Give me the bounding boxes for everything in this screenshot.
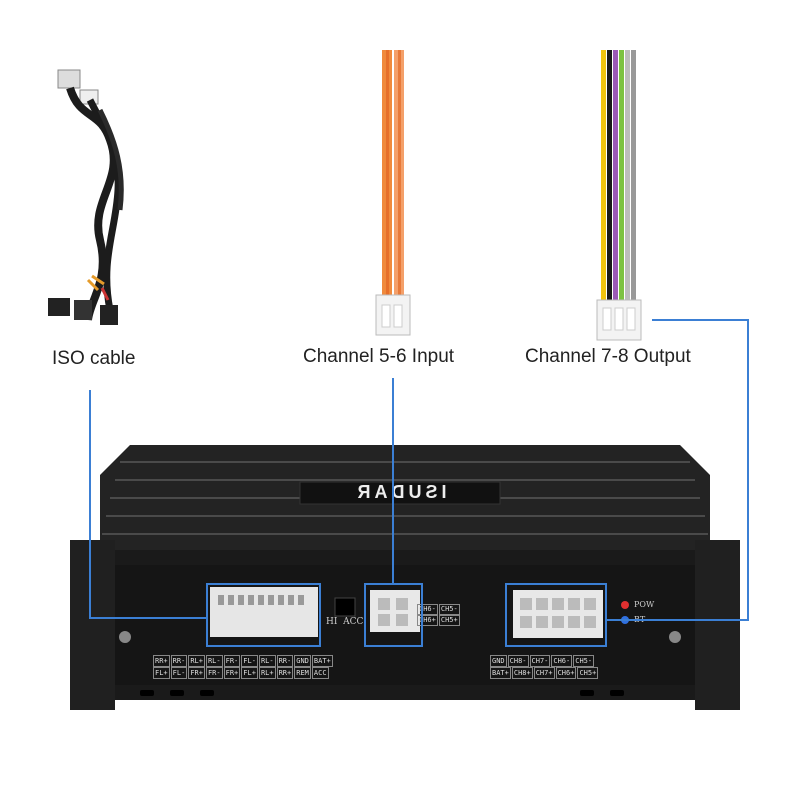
output-callout-line (606, 319, 749, 621)
output-cable-image (596, 50, 642, 341)
iso-callout-line (89, 390, 207, 619)
pin-label: CH5+ (577, 667, 599, 679)
pin-label: CH8+ (511, 667, 533, 679)
input-cable-image (375, 50, 411, 336)
pin-label: CH6+ (555, 667, 577, 679)
pin-label: FL- (170, 667, 188, 679)
pin-label: RL+ (188, 655, 205, 667)
iso-cable-caption: ISO cable (52, 348, 136, 369)
pin-label: CH6+ (417, 615, 438, 626)
pin-label: CH6- (551, 655, 573, 667)
pin-label: RR- (170, 655, 188, 667)
pin-label: RR+ (153, 655, 170, 667)
pow-label: POW (634, 600, 655, 609)
output-connector-highlight (505, 583, 607, 647)
iso-connector-highlight (206, 583, 321, 647)
pin-label: CH6- (417, 604, 438, 615)
pin-label: CH5- (573, 655, 595, 667)
pin-label: ACC (311, 667, 329, 679)
input-connector-highlight (364, 583, 423, 647)
pin-label: FR+ (188, 667, 205, 679)
pin-label: CH8- (507, 655, 529, 667)
input-caption: Channel 5-6 Input (303, 346, 455, 367)
input-pin-labels: CH6-CH5-CH6+CH5+ (417, 604, 461, 626)
pin-label: RL- (205, 655, 223, 667)
pin-label: RL+ (258, 667, 276, 679)
output-caption: Channel 7-8 Output (525, 346, 691, 367)
pin-label: FL+ (153, 667, 170, 679)
pin-label: CH5- (438, 604, 460, 615)
pin-label: GND (490, 655, 507, 667)
pin-label: CH7+ (533, 667, 555, 679)
pin-label: FR+ (223, 667, 241, 679)
pin-label: RL- (258, 655, 276, 667)
pin-label: FL- (241, 655, 258, 667)
pin-label: GND (294, 655, 311, 667)
pin-label: FR- (223, 655, 241, 667)
pin-label: FL+ (241, 667, 258, 679)
pin-label: RR+ (276, 667, 294, 679)
iso-cable-image (48, 69, 124, 325)
pin-label: REM (294, 667, 311, 679)
pin-label: BAT+ (311, 655, 333, 667)
pin-label: BAT+ (490, 667, 511, 679)
switch-labels: HI ACC (326, 617, 364, 627)
pin-label: CH7- (529, 655, 551, 667)
pin-label: RR- (276, 655, 294, 667)
pin-label: FR- (205, 667, 223, 679)
pin-label: CH5+ (438, 615, 460, 626)
